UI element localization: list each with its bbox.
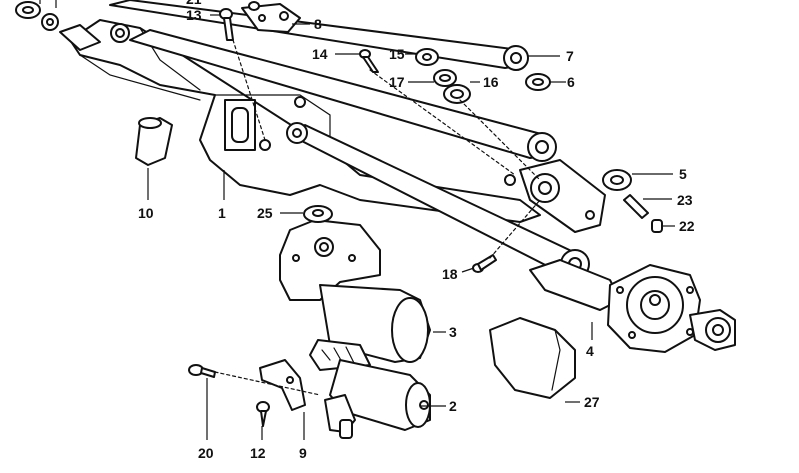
screw-part-14	[359, 49, 379, 73]
mount-clip-part-9	[259, 359, 306, 411]
callout-2: 2	[449, 398, 457, 414]
small-motor	[324, 359, 431, 439]
bracket-plate-part-8	[241, 3, 301, 33]
callout-9: 9	[299, 445, 307, 461]
callout-13: 13	[186, 7, 202, 23]
callout-15: 15	[389, 46, 405, 62]
nut-part-6	[525, 73, 551, 91]
motor-crank-arm	[529, 259, 621, 311]
right-pivot-bracket	[504, 159, 606, 233]
callout-23: 23	[677, 192, 693, 208]
screw-part-12	[256, 401, 270, 427]
callout-25: 25	[257, 205, 273, 221]
callout-labels: 1 2 3 4 5 6 7 8 9 10 12 13 14 15 16 17 1…	[138, 0, 695, 461]
screw-part-13	[219, 8, 234, 41]
callout-5: 5	[679, 166, 687, 182]
callout-21: 21	[186, 0, 202, 7]
callout-17: 17	[389, 74, 405, 90]
motor-cover	[489, 317, 576, 399]
drive-motor-housing	[279, 219, 431, 363]
washer-part-5	[602, 169, 632, 191]
screw-part-21	[248, 1, 260, 11]
callout-8: 8	[314, 16, 322, 32]
grommet-part-25	[303, 205, 333, 223]
assembly-guide-lines	[214, 39, 541, 396]
stud-part-23	[623, 194, 649, 219]
callout-20: 20	[198, 445, 214, 461]
callout-7: 7	[566, 48, 574, 64]
leader-lines	[147, 14, 675, 440]
callout-3: 3	[449, 324, 457, 340]
callout-27: 27	[584, 394, 600, 410]
screw-part-20	[188, 364, 216, 378]
left-pivot	[15, 0, 101, 51]
callout-6: 6	[567, 74, 575, 90]
callout-12: 12	[250, 445, 266, 461]
washer-part-17	[433, 69, 457, 87]
callout-10: 10	[138, 205, 154, 221]
callout-22: 22	[679, 218, 695, 234]
middle-linkage-rod	[129, 29, 557, 162]
callout-1: 1	[218, 205, 226, 221]
nut-part-15	[415, 48, 439, 66]
plug-part-22	[651, 219, 663, 233]
callout-4: 4	[586, 343, 594, 359]
cap-part-10	[135, 117, 173, 166]
callout-16: 16	[483, 74, 499, 90]
linkage-frame	[69, 19, 541, 223]
wiper-motor	[607, 264, 736, 353]
callout-14: 14	[312, 46, 328, 62]
callout-18: 18	[442, 266, 458, 282]
washer-part-16	[443, 84, 471, 104]
screw-part-18	[472, 254, 497, 273]
